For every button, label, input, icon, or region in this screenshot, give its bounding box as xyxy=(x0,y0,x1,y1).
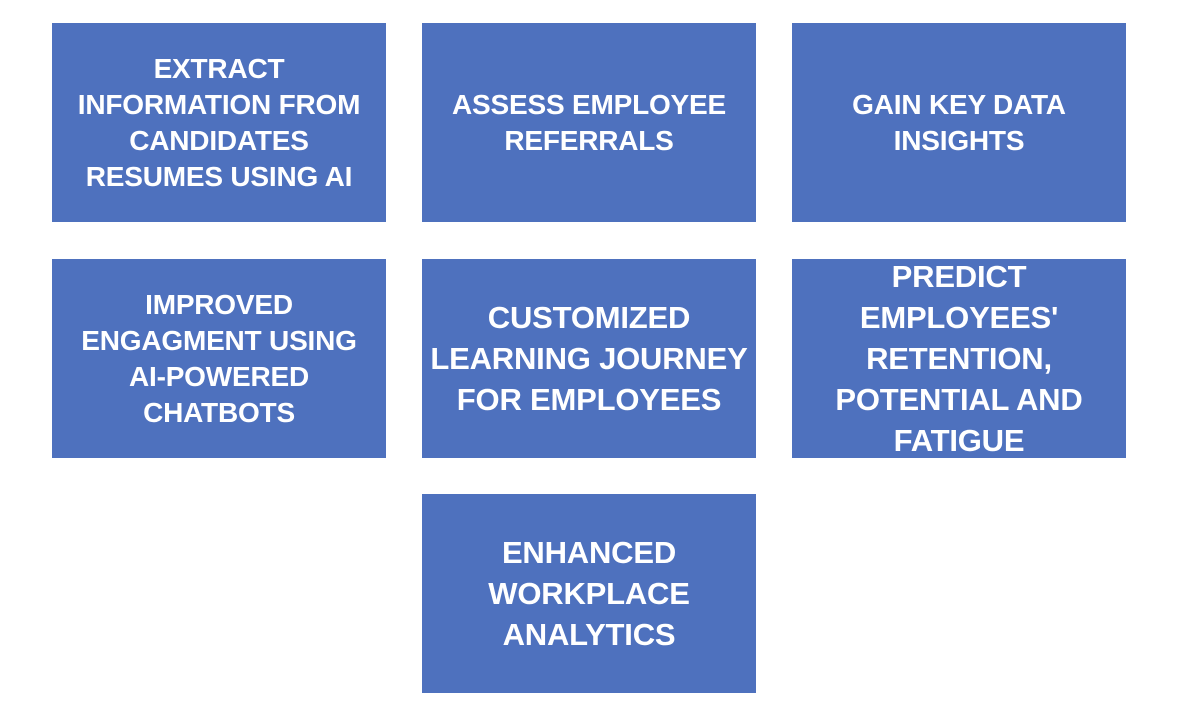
box-extract-information: EXTRACT INFORMATION FROM CANDIDATES RESU… xyxy=(52,23,386,222)
box-improved-engagement: IMPROVED ENGAGMENT USING AI-POWERED CHAT… xyxy=(52,259,386,458)
box-label: PREDICT EMPLOYEES' RETENTION, POTENTIAL … xyxy=(835,259,1083,458)
box-enhanced-analytics: ENHANCED WORKPLACE ANALYTICS xyxy=(422,494,756,693)
box-predict-retention: PREDICT EMPLOYEES' RETENTION, POTENTIAL … xyxy=(792,259,1126,458)
box-label: ENHANCED WORKPLACE ANALYTICS xyxy=(488,535,690,652)
box-assess-referrals: ASSESS EMPLOYEE REFERRALS xyxy=(422,23,756,222)
box-label: CUSTOMIZED LEARNING JOURNEY FOR EMPLOYEE… xyxy=(430,300,748,417)
box-gain-insights: GAIN KEY DATA INSIGHTS xyxy=(792,23,1126,222)
box-label: GAIN KEY DATA INSIGHTS xyxy=(852,88,1066,156)
box-label: EXTRACT INFORMATION FROM CANDIDATES RESU… xyxy=(77,52,361,192)
box-label: ASSESS EMPLOYEE REFERRALS xyxy=(452,88,726,156)
box-customized-learning: CUSTOMIZED LEARNING JOURNEY FOR EMPLOYEE… xyxy=(422,259,756,458)
box-label: IMPROVED ENGAGMENT USING AI-POWERED CHAT… xyxy=(81,288,357,428)
